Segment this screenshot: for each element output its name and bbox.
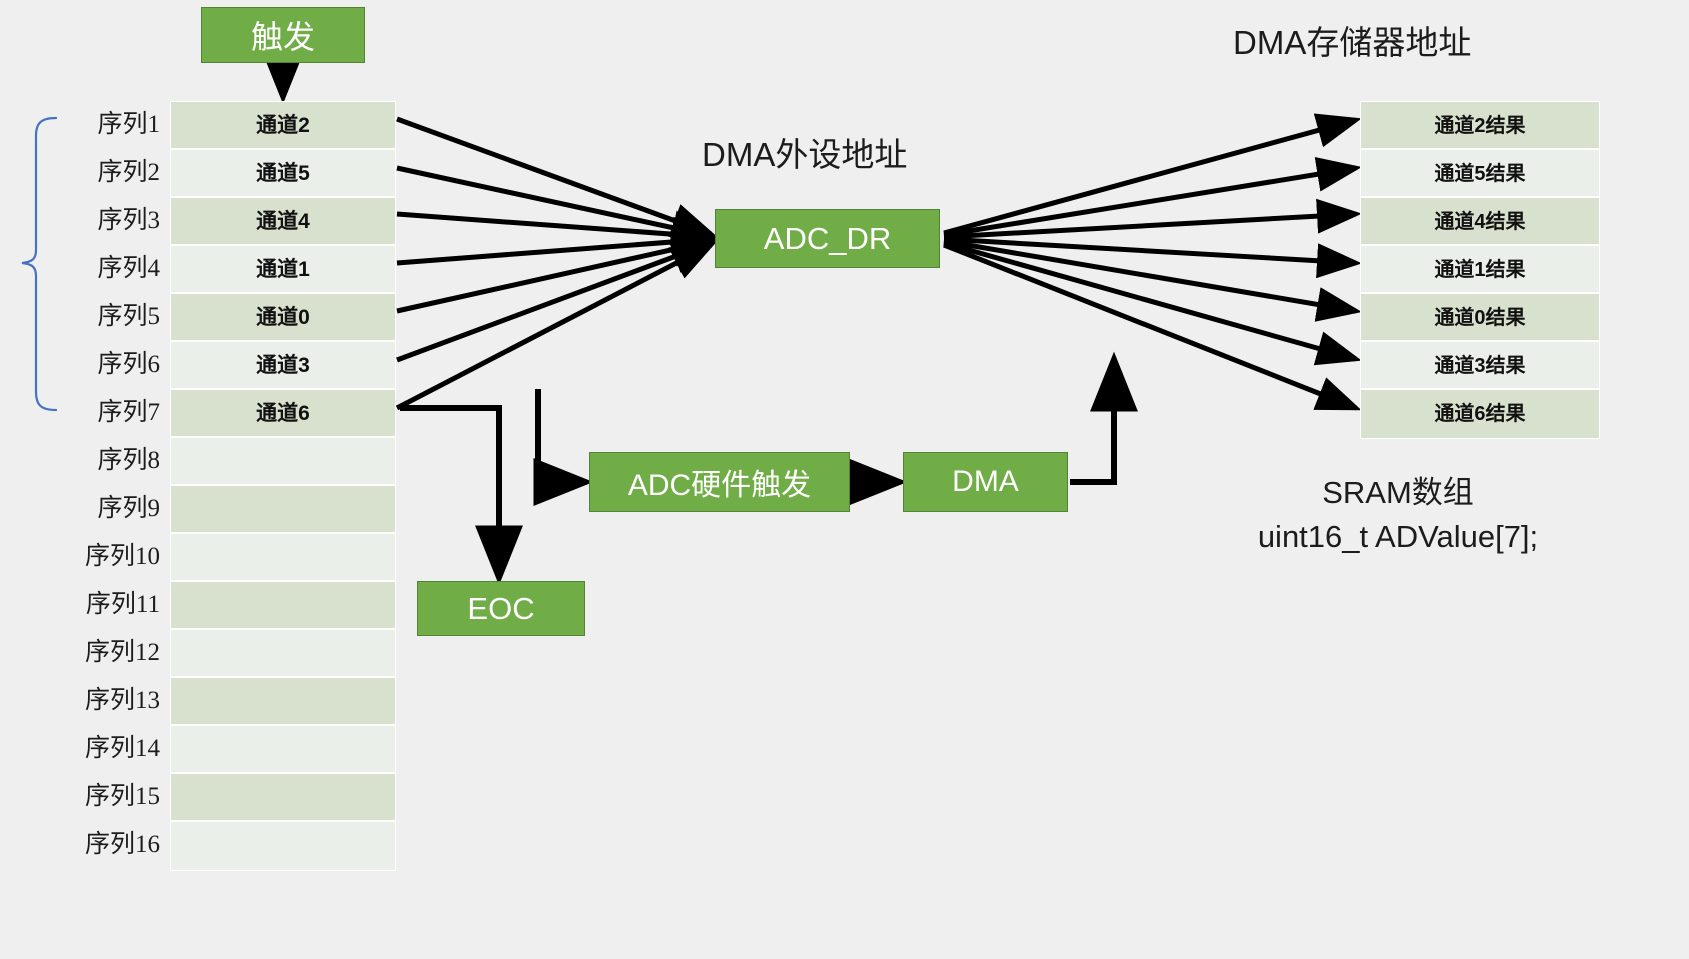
- sequence-label: 序列7: [97, 399, 160, 426]
- adc-dr-box: ADC_DR: [715, 209, 940, 268]
- dma-box-label: DMA: [952, 465, 1019, 498]
- table-row: [171, 774, 395, 822]
- table-row: 通道5: [171, 150, 395, 198]
- adc-sequence-table: 通道2 通道5 通道4 通道1 通道0 通道3 通道6: [170, 101, 396, 871]
- table-row: 通道4结果: [1361, 198, 1599, 246]
- sequence-label: 序列15: [84, 783, 160, 810]
- sequence-label: 序列8: [97, 447, 160, 474]
- sequence-label: 序列13: [84, 687, 160, 714]
- table-row: [171, 438, 395, 486]
- adc-hardware-trigger-box: ADC硬件触发: [589, 452, 850, 512]
- table-row: 通道2结果: [1361, 102, 1599, 150]
- eoc-box-label: EOC: [467, 590, 535, 626]
- sram-array-line2: uint16_t ADValue[7];: [1257, 519, 1539, 554]
- table-row: [171, 822, 395, 870]
- sequence-label: 序列6: [97, 351, 160, 378]
- table-row: 通道1结果: [1361, 246, 1599, 294]
- table-row: 通道5结果: [1361, 150, 1599, 198]
- table-row: 通道3结果: [1361, 342, 1599, 390]
- table-row: 通道3: [171, 342, 395, 390]
- table-row: [171, 582, 395, 630]
- sram-array-line1: SRAM数组: [1322, 475, 1474, 510]
- sequence-label: 序列4: [97, 255, 160, 282]
- table-row: [171, 630, 395, 678]
- sequence-label: 序列12: [84, 639, 160, 666]
- table-row: [171, 678, 395, 726]
- eoc-box: EOC: [417, 581, 585, 636]
- sram-array-caption: SRAM数组 uint16_t ADValue[7];: [1198, 471, 1598, 559]
- table-row: 通道0结果: [1361, 294, 1599, 342]
- dma-peripheral-address-caption: DMA外设地址: [702, 136, 908, 173]
- table-row: 通道0: [171, 294, 395, 342]
- dma-box: DMA: [903, 452, 1068, 512]
- adc-hardware-trigger-label: ADC硬件触发: [627, 469, 812, 502]
- sequence-label: 序列9: [97, 495, 160, 522]
- sequence-label: 序列11: [85, 591, 160, 618]
- sequence-label: 序列3: [97, 207, 160, 234]
- table-row: [171, 486, 395, 534]
- sequence-label: 序列2: [97, 159, 160, 186]
- table-row: 通道6: [171, 390, 395, 438]
- dma-result-table: 通道2结果 通道5结果 通道4结果 通道1结果 通道0结果 通道3结果 通道6结…: [1360, 101, 1600, 439]
- dma-memory-address-caption: DMA存储器地址: [1233, 24, 1472, 61]
- sequence-label: 序列10: [84, 543, 160, 570]
- trigger-box-label: 触发: [250, 19, 315, 55]
- table-row: 通道4: [171, 198, 395, 246]
- trigger-box: 触发: [201, 7, 365, 63]
- table-row: [171, 534, 395, 582]
- table-row: 通道1: [171, 246, 395, 294]
- table-row: 通道6结果: [1361, 390, 1599, 438]
- sequence-label: 序列14: [84, 735, 160, 762]
- sequence-label: 序列1: [97, 111, 160, 138]
- table-row: 通道2: [171, 102, 395, 150]
- table-row: [171, 726, 395, 774]
- adc-dr-box-label: ADC_DR: [763, 220, 892, 256]
- sequence-label: 序列16: [84, 831, 160, 858]
- sequence-label: 序列5: [97, 303, 160, 330]
